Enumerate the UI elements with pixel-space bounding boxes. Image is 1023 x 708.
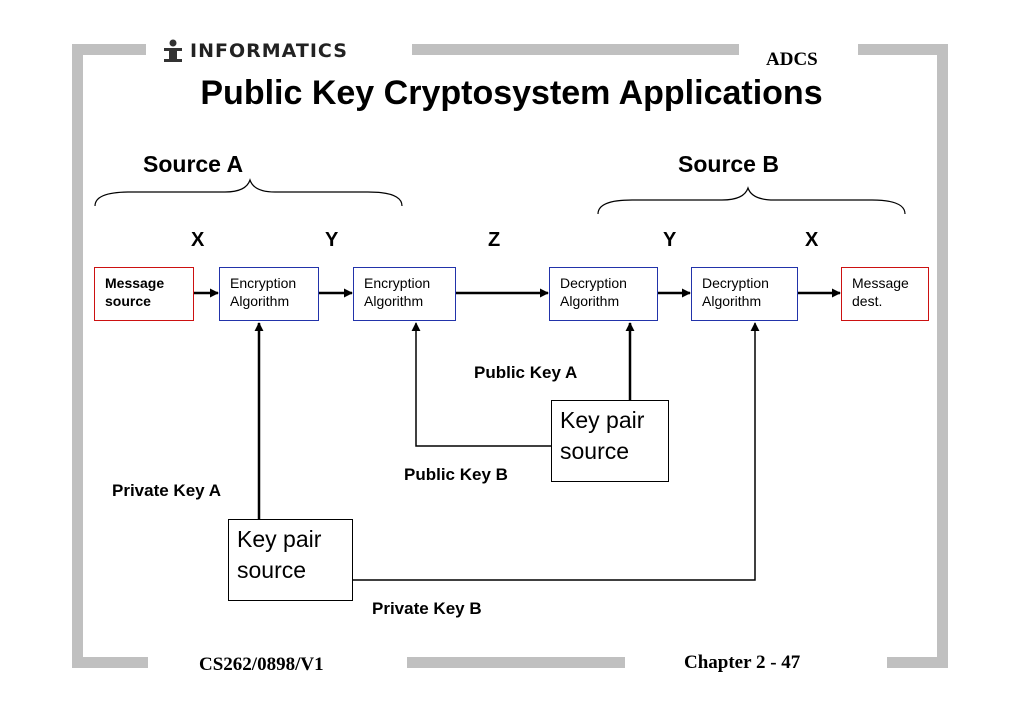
encryption-2-line2: Algorithm (364, 293, 424, 309)
message-source-line2: source (105, 293, 151, 309)
encryption-1-line2: Algorithm (230, 293, 290, 309)
arrow-private-key-b (353, 322, 760, 581)
var-z: Z (488, 229, 501, 251)
decryption-2-line2: Algorithm (702, 293, 762, 309)
logo-text: INFORMATICS (190, 40, 348, 62)
frame-left (72, 44, 83, 668)
encryption-algorithm-1: Encryption Algorithm (219, 267, 319, 321)
public-key-b-label: Public Key B (404, 465, 508, 484)
var-x-1: X (191, 229, 205, 251)
private-key-a-label: Private Key A (112, 481, 221, 500)
slide-title: Public Key Cryptosystem Applications (200, 74, 823, 112)
var-y-2: Y (663, 229, 677, 251)
key-pair-b-line2: source (560, 438, 630, 464)
var-x-2: X (805, 229, 819, 251)
informatics-logo: INFORMATICS (162, 38, 348, 64)
private-key-b-label: Private Key B (372, 599, 482, 618)
decryption-1-line1: Decryption (560, 275, 627, 291)
decryption-1-line2: Algorithm (560, 293, 620, 309)
footer-page-number: Chapter 2 - 47 (684, 652, 801, 673)
decryption-2-line1: Decryption (702, 275, 769, 291)
decryption-algorithm-1: Decryption Algorithm (549, 267, 658, 321)
message-dest-box: Message dest. (841, 267, 929, 321)
course-tag: ADCS (766, 49, 818, 70)
key-pair-a-line1: Key pair (237, 526, 322, 552)
message-source-line1: Message (105, 275, 165, 291)
key-pair-source-a: Key pair source (228, 519, 353, 601)
encryption-1-line1: Encryption (230, 275, 297, 291)
public-key-a-label: Public Key A (474, 363, 578, 382)
informatics-logo-icon (164, 39, 182, 62)
var-y-1: Y (325, 229, 339, 251)
message-dest-line1: Message (852, 275, 909, 291)
frame-top-mid (412, 44, 739, 55)
frame-bottom-mid (407, 657, 625, 668)
encryption-2-line1: Encryption (364, 275, 431, 291)
frame-right (937, 44, 948, 668)
arrow-public-key-b (411, 322, 552, 447)
key-pair-source-b: Key pair source (551, 400, 669, 482)
frame-top-left (72, 44, 146, 55)
message-dest-line2: dest. (852, 293, 883, 309)
frame-bottom-left (72, 657, 148, 668)
source-b-brace (597, 186, 906, 215)
frame-bottom-right (887, 657, 948, 668)
source-a-label: Source A (143, 151, 244, 177)
key-pair-b-line1: Key pair (560, 407, 645, 433)
key-pair-a-line2: source (237, 557, 307, 583)
footer-course-code: CS262/0898/V1 (199, 654, 324, 675)
encryption-algorithm-2: Encryption Algorithm (353, 267, 456, 321)
message-source-box: Message source (94, 267, 194, 321)
frame-top-right (858, 44, 948, 55)
source-a-brace (94, 178, 403, 207)
decryption-algorithm-2: Decryption Algorithm (691, 267, 798, 321)
source-b-label: Source B (678, 151, 779, 177)
